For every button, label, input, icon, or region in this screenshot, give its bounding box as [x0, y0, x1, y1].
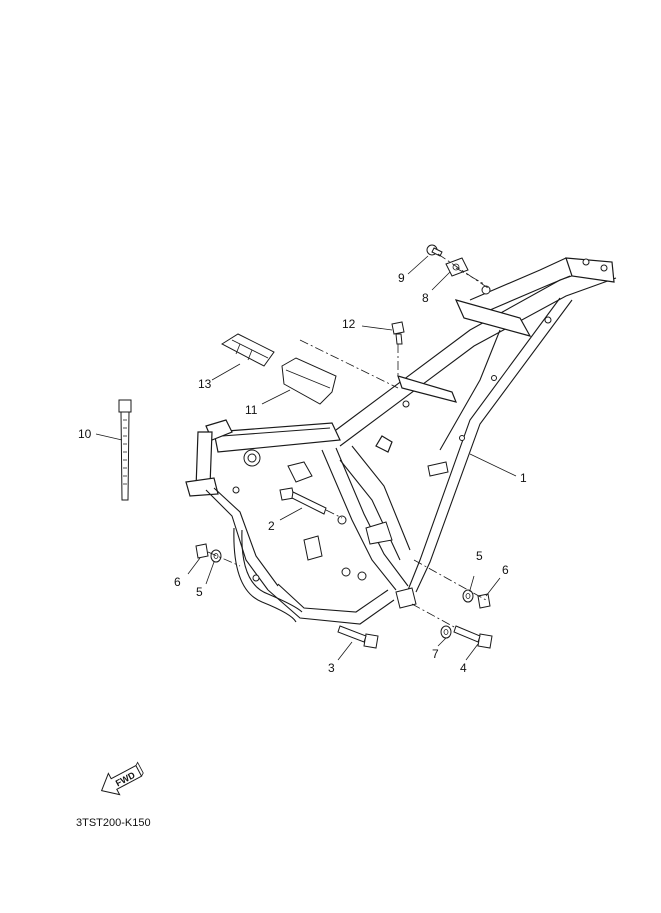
callout-10: 10	[78, 427, 92, 441]
bolt-3-part	[337, 625, 379, 649]
callout-12: 12	[342, 317, 356, 331]
washer-5-part	[210, 549, 474, 603]
frame-drawing	[185, 257, 617, 625]
callout-1: 1	[520, 471, 527, 485]
callout-11: 11	[245, 403, 258, 417]
assembly-lines	[207, 253, 489, 629]
bolt-12-part	[391, 321, 405, 345]
pad-part	[281, 357, 337, 405]
callout-6-right: 6	[502, 563, 509, 577]
bolt-2-part	[279, 487, 327, 515]
callout-7: 7	[432, 647, 439, 661]
callout-4: 4	[460, 661, 467, 675]
callout-labels: 1 2 3 4 5 5 6 6 7 8 9 10 11 12 13	[78, 271, 527, 675]
fwd-arrow-icon: FWD	[100, 761, 144, 796]
callout-5-right: 5	[476, 549, 483, 563]
cable-tie-part	[118, 399, 132, 501]
bolt-4-part	[453, 625, 493, 649]
washer-7-part	[440, 625, 452, 639]
nut-6-part	[195, 543, 491, 609]
callout-2: 2	[268, 519, 275, 533]
tool-bag-part	[220, 333, 275, 367]
callout-5-left: 5	[196, 585, 203, 599]
callout-8: 8	[422, 291, 429, 305]
callout-13: 13	[198, 377, 212, 391]
callout-9: 9	[398, 271, 405, 285]
bolt-9-part	[426, 244, 443, 257]
leader-lines	[95, 255, 517, 661]
callout-6-left: 6	[174, 575, 181, 589]
drawing-code: 3TST200-K150	[76, 817, 151, 829]
callout-3: 3	[328, 661, 335, 675]
